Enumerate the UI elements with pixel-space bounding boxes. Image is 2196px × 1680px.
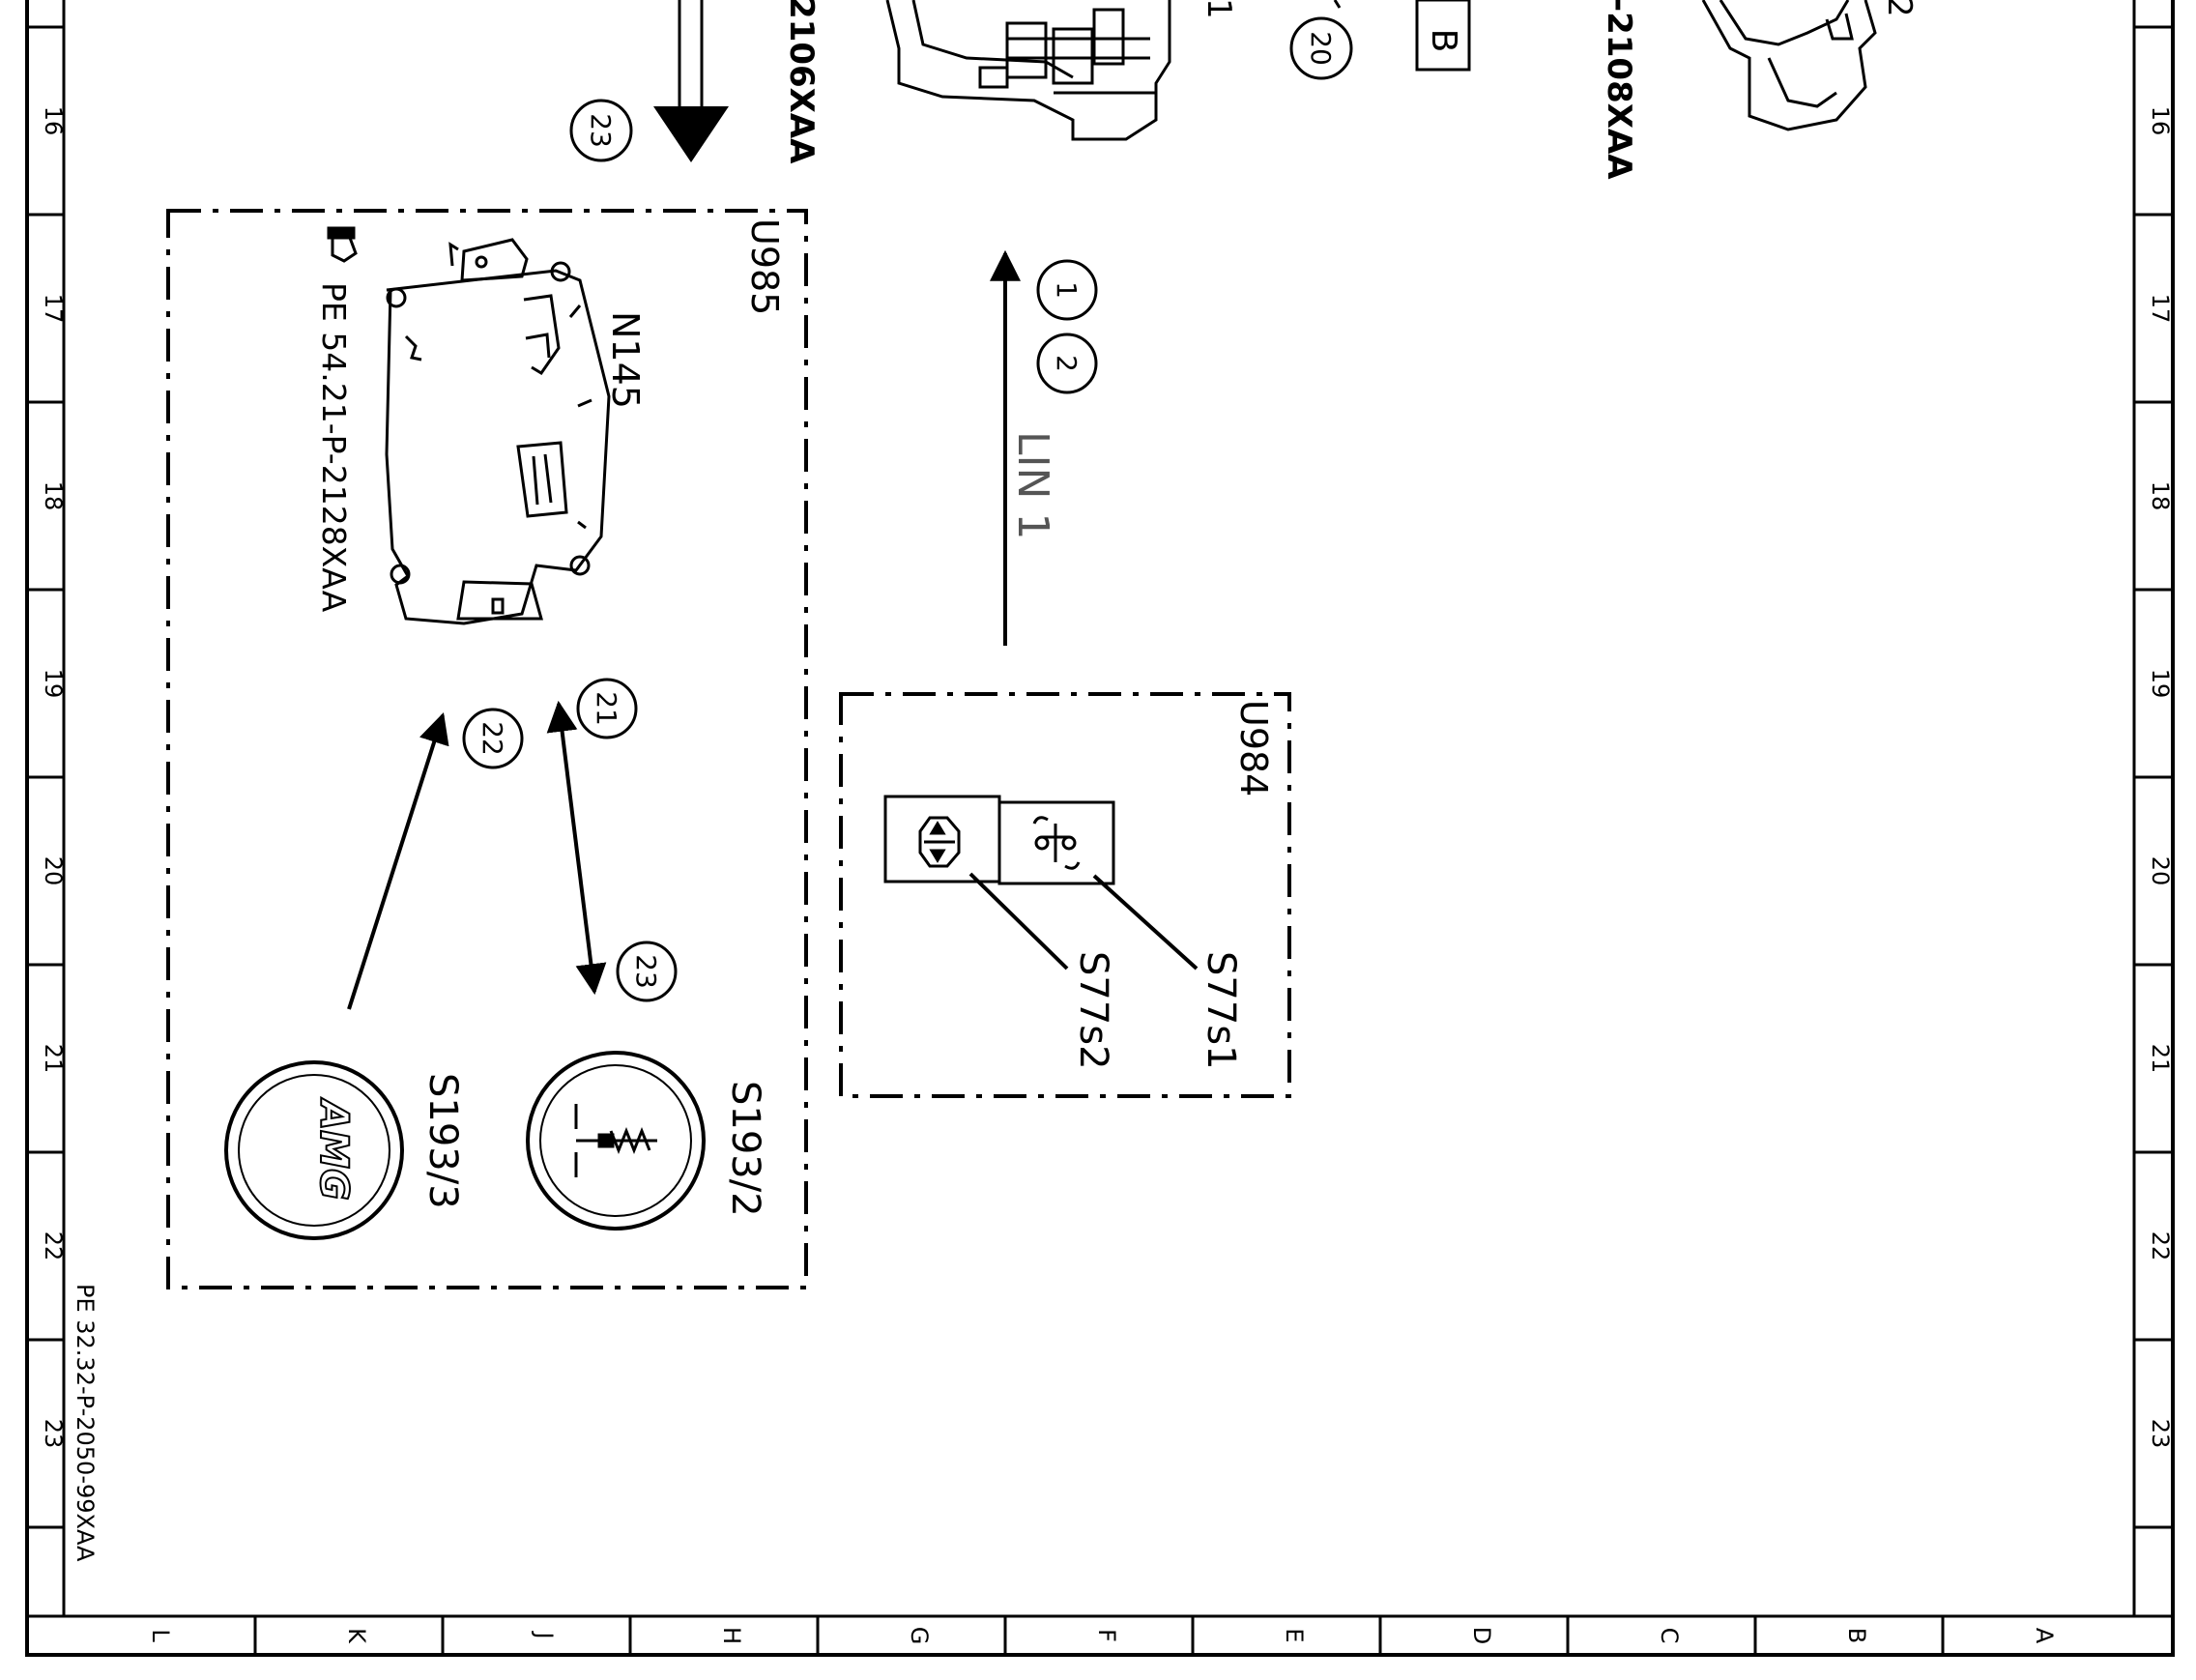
leader-s77s2 — [968, 872, 1069, 970]
column-letter-B: B — [1843, 1628, 1870, 1643]
row-number-23-right: 23 — [2147, 1419, 2174, 1449]
switch-s77s2-label: S77s2 — [1071, 951, 1115, 1070]
column-grid-ticks — [253, 1616, 1945, 1655]
row-number-21-right: 21 — [2147, 1044, 2174, 1074]
row-number-19-right: 19 — [2147, 669, 2174, 699]
svg-text:B: B — [1424, 29, 1463, 53]
vehicle-adjust-icon — [918, 816, 961, 868]
svg-text:23: 23 — [585, 113, 617, 148]
switch-s193-3-label: S193/3 — [420, 1073, 465, 1209]
row-grid-ticks — [27, 25, 2173, 1529]
row-number-22-left: 22 — [40, 1231, 67, 1261]
drawing-frame — [25, 0, 2175, 1657]
reference-2106xaa: 2106XAA — [782, 0, 821, 164]
callout-22: 22 — [462, 708, 524, 769]
svg-text:1: 1 — [1051, 281, 1083, 299]
row-number-20-left: 20 — [40, 856, 67, 886]
callout-2: 2 — [1036, 333, 1098, 394]
lin-bus-label: LIN 1 — [1008, 431, 1057, 539]
row-number-20-right: 20 — [2147, 856, 2174, 886]
column-letter-E: E — [1281, 1628, 1308, 1642]
row-number-21-left: 21 — [40, 1044, 67, 1074]
box-b: B — [1415, 0, 1471, 72]
connector-sketch-right — [1701, 0, 1877, 131]
svg-text:22: 22 — [477, 721, 508, 756]
switch-s193-2-label: S193/2 — [723, 1081, 767, 1217]
arrow-n145-s193-2 — [546, 700, 607, 996]
row-number-16-right: 16 — [2147, 106, 2174, 136]
document-reference: PE 32.32-P-2050-99XAA — [72, 1284, 99, 1562]
row-number-23-left: 23 — [40, 1419, 67, 1449]
switch-panel — [883, 795, 1115, 885]
column-letter-F: F — [1093, 1629, 1120, 1642]
reference-2108xaa: -2108XAA — [1600, 0, 1638, 180]
svg-text:2: 2 — [1051, 355, 1083, 372]
column-letter-A: A — [2031, 1628, 2058, 1644]
column-letter-G: G — [906, 1627, 933, 1645]
column-letter-C: C — [1656, 1628, 1683, 1644]
callout-23-u985: 23 — [616, 941, 678, 1002]
row-number-19-left: 19 — [40, 669, 67, 699]
callout-1: 1 — [1036, 259, 1098, 321]
row-number-18-right: 18 — [2147, 481, 2174, 511]
callout-20: 20 — [1289, 16, 1353, 80]
row-number-18-left: 18 — [40, 481, 67, 511]
svg-text:21: 21 — [591, 691, 622, 726]
column-letter-H: H — [718, 1627, 745, 1644]
column-letter-L: L — [147, 1629, 174, 1642]
svg-text:23: 23 — [630, 954, 662, 989]
arrow-s193-3-to-n145 — [347, 711, 449, 1010]
column-letter-K: K — [343, 1628, 370, 1644]
control-module-n145-sketch — [385, 238, 611, 625]
switch-s193-2 — [526, 1051, 706, 1231]
row-number-16-left: 16 — [40, 106, 67, 136]
vehicle-lift-icon — [1032, 816, 1081, 870]
row-number-22-right: 22 — [2147, 1231, 2174, 1261]
amg-emblem: AMG — [311, 1097, 356, 1201]
unit-u985-boundary — [166, 209, 808, 1289]
column-letter-D: D — [1468, 1627, 1495, 1644]
module-n145-reference: PE 54.21-P-2128XAA — [315, 282, 353, 613]
row-number-17-right: 17 — [2147, 294, 2174, 324]
switch-s77s1-label: S77s1 — [1199, 951, 1243, 1070]
svg-text:20: 20 — [1305, 31, 1337, 66]
partial-digit-2: 2 — [1880, 0, 1919, 17]
row-number-17-left: 17 — [40, 294, 67, 324]
hand-pointer-icon — [327, 226, 358, 263]
callout-23-top: 23 — [569, 99, 633, 162]
connector-sketch-left — [885, 0, 1171, 141]
switch-s193-3: AMG — [224, 1060, 404, 1240]
unit-u984-label: U984 — [1232, 700, 1275, 797]
callout-21: 21 — [576, 678, 638, 739]
double-arrow-down — [653, 0, 729, 162]
partial-digit-1: 1 — [1199, 0, 1238, 19]
module-n145-label: N145 — [604, 311, 647, 409]
leader-s77s1 — [1092, 874, 1199, 970]
unit-u984-boundary — [839, 692, 1291, 1098]
shock-absorber-icon — [574, 1104, 657, 1177]
unit-u985-label: U985 — [743, 218, 786, 315]
column-letter-J: J — [531, 1630, 558, 1638]
